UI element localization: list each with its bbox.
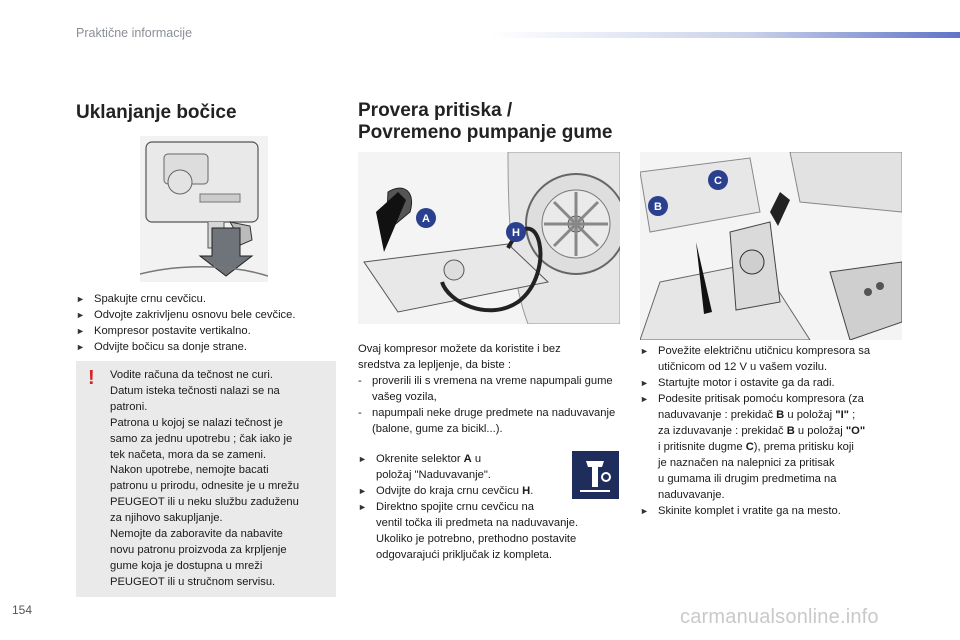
illustration-bottle-removal [140,136,268,282]
step-item: ►Kompresor postavite vertikalno. [76,325,251,337]
step-item: ►Odvojte zakrivljenu osnovu bele cevčice… [76,309,296,321]
black-triangle-bullet-icon: ► [358,454,367,464]
black-triangle-bullet-icon: ► [640,346,649,356]
remove-bottle-steps: ►Spakujte crnu cevčicu. ►Odvojte zakrivl… [76,291,346,355]
compressor-intro: Ovaj kompresor možete da koristite i bez… [358,341,618,437]
step-item: ►Spakujte crnu cevčicu. [76,293,206,305]
label-C: C [714,175,722,187]
watermark: carmanualsonline.info [680,606,879,628]
compressor-usage-steps: ►Povežite električnu utičnicu kompresora… [640,343,910,519]
black-triangle-bullet-icon: ► [640,506,649,516]
label-B: B [654,201,662,213]
step-item: ►Povežite električnu utičnicu kompresora… [640,345,871,373]
header-gradient-bar [490,32,960,38]
black-triangle-bullet-icon: ► [76,310,85,320]
valve-connection-icon [572,451,619,499]
black-triangle-bullet-icon: ► [640,378,649,388]
illustration-compressor-controls: B C [640,152,902,340]
black-triangle-bullet-icon: ► [358,502,367,512]
step-item: ►Skinite komplet i vratite ga na mesto. [640,505,841,517]
black-triangle-bullet-icon: ► [358,486,367,496]
illustration-compressor-wheel: A H [358,152,620,324]
step-item: ►Startujte motor i ostavite ga da radi. [640,377,835,389]
exclamation-icon: ! [88,367,95,389]
warning-box [76,361,336,597]
section-heading-pressure-check: Provera pritiska / Povremeno pumpanje gu… [358,100,613,143]
page-header-title: Praktične informacije [76,26,193,40]
step-item: ►Odvijte bočicu sa donje strane. [76,341,247,353]
black-triangle-bullet-icon: ► [76,294,85,304]
warning-text: Vodite računa da tečnost ne curi. Datum … [110,369,300,588]
black-triangle-bullet-icon: ► [76,342,85,352]
page-number: 154 [12,603,33,617]
step-item: ►Podesite pritisak pomoću kompresora (za… [640,393,866,501]
section-heading-remove-bottle: Uklanjanje bočice [76,102,237,123]
step-item: ►Odvijte do kraja crnu cevčicu H. [358,485,534,497]
label-A: A [422,213,430,225]
label-H: H [512,227,520,239]
black-triangle-bullet-icon: ► [640,394,649,404]
black-triangle-bullet-icon: ► [76,326,85,336]
